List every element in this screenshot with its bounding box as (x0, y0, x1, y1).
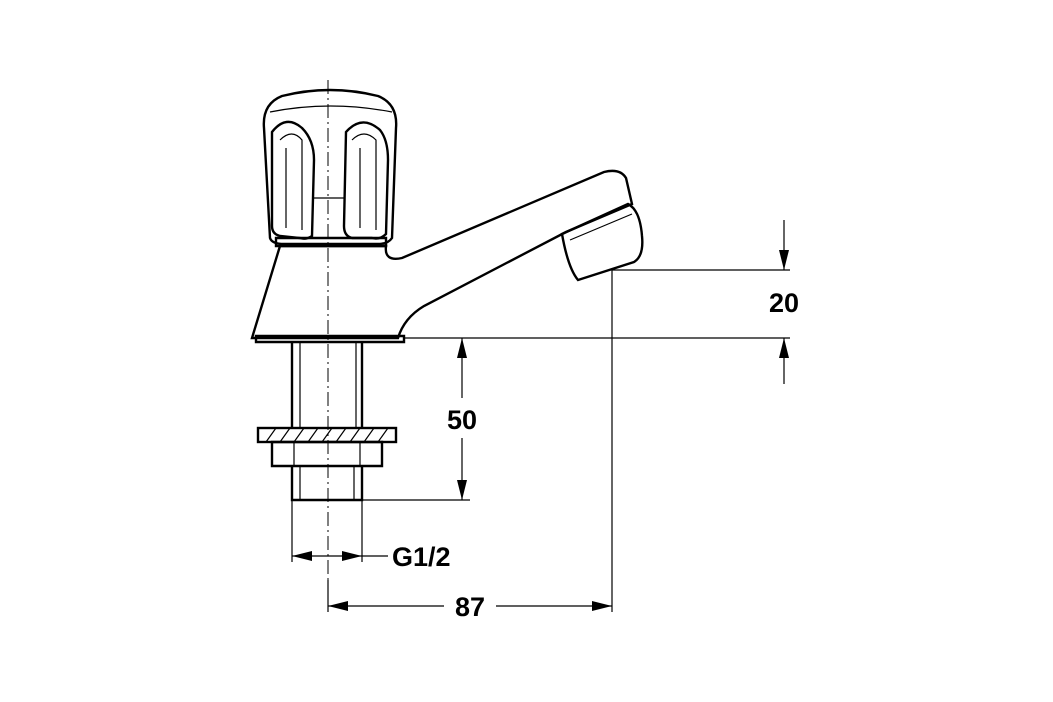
dimension-thread-size: G1/2 (292, 542, 451, 572)
faucet-handle (262, 88, 398, 248)
faucet-body (250, 169, 644, 344)
dimension-shank-length: 50 (436, 338, 488, 500)
extension-lines (291, 269, 790, 612)
dimension-label-thread-size: G1/2 (392, 542, 451, 572)
dimension-spout-height: 20 (769, 220, 799, 384)
dimension-label-spout-reach: 87 (455, 592, 485, 622)
dimension-spout-reach: 87 (328, 588, 612, 622)
dimension-label-spout-height: 20 (769, 288, 799, 318)
dimension-label-shank-length: 50 (447, 405, 477, 435)
faucet-shank (256, 342, 398, 502)
